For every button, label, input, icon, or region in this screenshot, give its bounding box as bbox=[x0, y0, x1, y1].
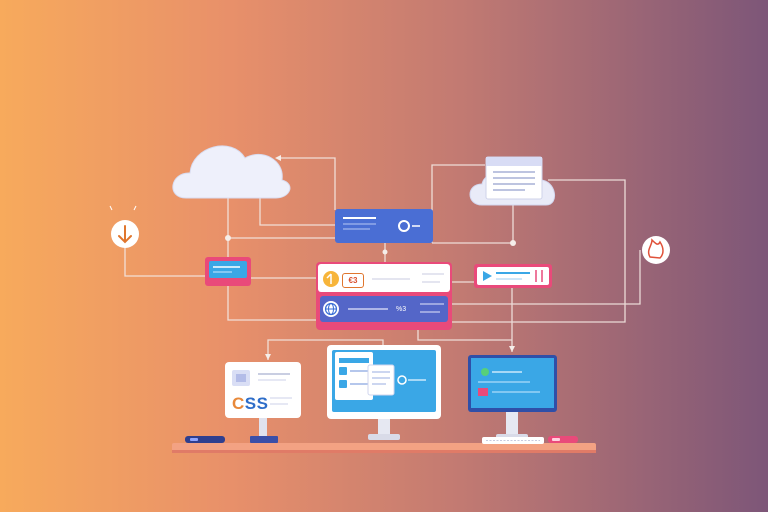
globe-icon bbox=[323, 301, 339, 317]
desk bbox=[172, 443, 596, 453]
document-cloud bbox=[469, 156, 555, 206]
tablet-device bbox=[225, 362, 301, 443]
central-card bbox=[316, 262, 452, 330]
connector-nodes bbox=[225, 155, 516, 360]
right-monitor bbox=[468, 355, 557, 439]
play-icon bbox=[483, 271, 492, 281]
css-logo-rest: SS bbox=[244, 394, 269, 413]
small-status-card bbox=[205, 257, 251, 286]
keyboard-icon bbox=[482, 437, 544, 444]
flame-icon bbox=[642, 236, 670, 264]
connector-lines bbox=[124, 157, 641, 360]
mouse-icon bbox=[185, 436, 225, 443]
download-icon bbox=[109, 205, 139, 248]
video-card bbox=[474, 264, 552, 288]
server-panel bbox=[335, 209, 433, 243]
card-badge: €3 bbox=[342, 273, 364, 288]
document-icon bbox=[485, 156, 543, 200]
css-logo-first: C bbox=[232, 394, 245, 413]
pink-mouse bbox=[548, 436, 578, 443]
cloud-icon bbox=[172, 145, 291, 199]
css-logo-text: CSS bbox=[232, 394, 268, 414]
small-number-label: %3 bbox=[396, 306, 407, 313]
center-monitor bbox=[327, 345, 441, 440]
